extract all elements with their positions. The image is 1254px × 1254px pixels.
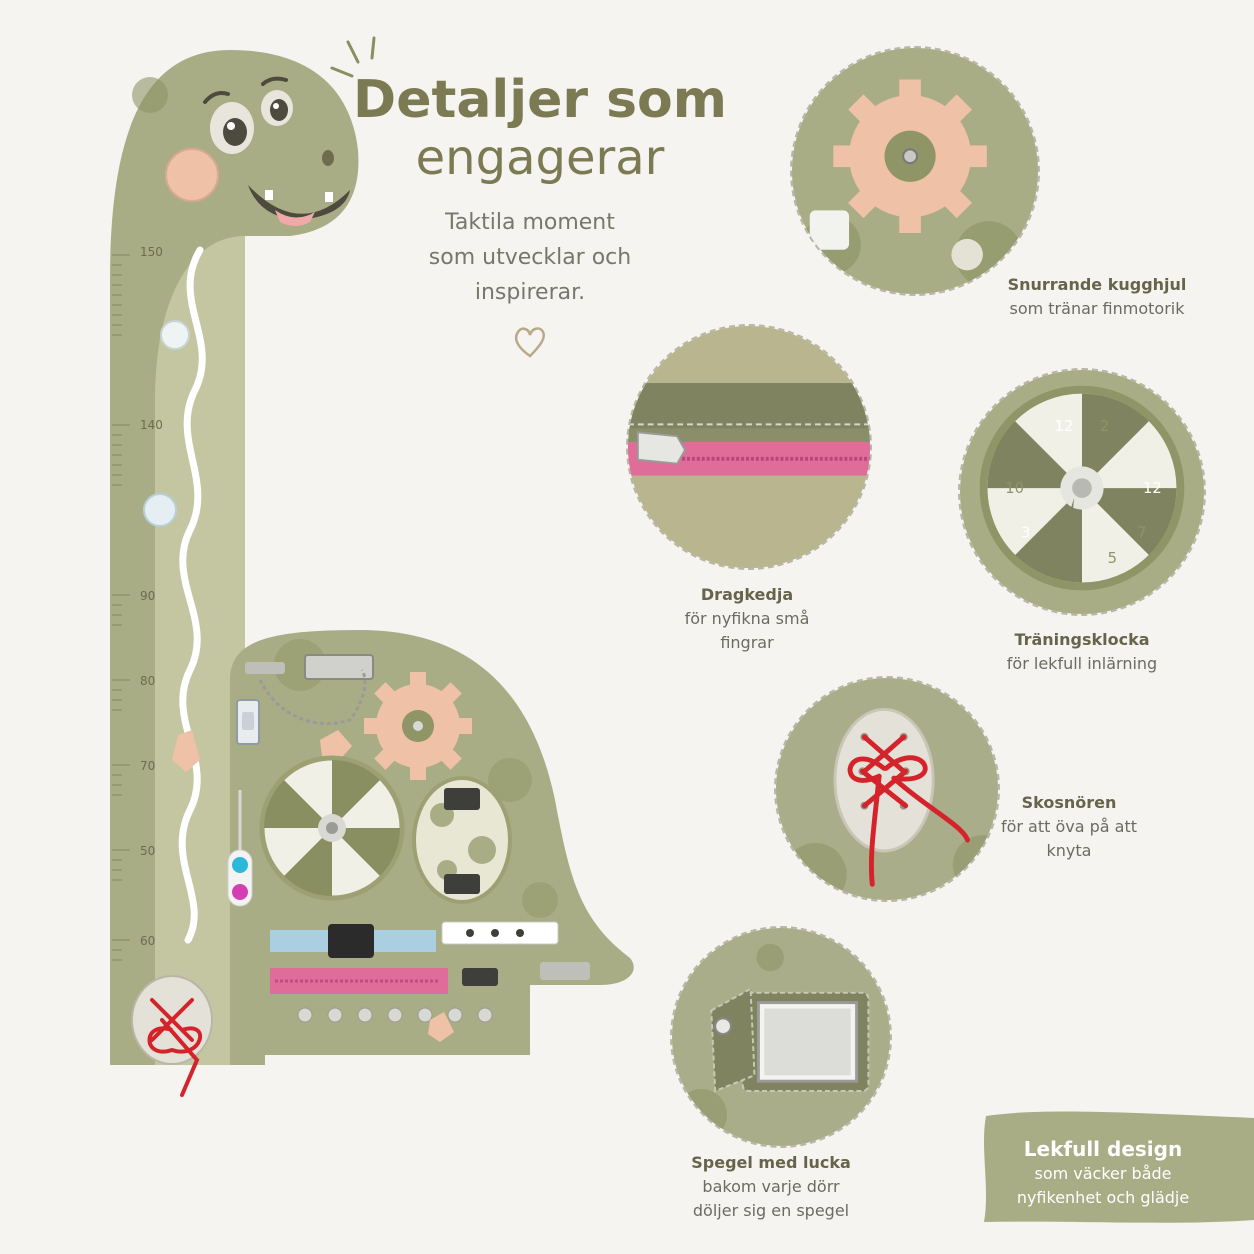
dinosaur-busy-board: 150 140 90 80 70 50 60 [110,50,634,1097]
feature-caption-clock: Träningsklocka för lekfull inlärning [972,628,1192,676]
clock-number: 12 [1054,418,1073,435]
banner: Lekfull design som väcker både nyfikenhe… [990,1136,1216,1210]
spot [132,77,168,113]
ruler-mark-50: 50 [140,844,155,858]
clock-number: 5 [1108,550,1117,567]
feature-caption-gears: Snurrande kugghjul som tränar finmotorik [980,273,1214,321]
feature-title: Dragkedja [700,585,794,604]
clock-number: 3 [1021,524,1030,541]
feature-title: Snurrande kugghjul [1007,275,1187,294]
ruler-mark-140: 140 [140,418,163,432]
heart-icon [514,327,545,358]
headline-line2: engagerar [415,130,665,186]
clock-number: 10 [1005,480,1024,497]
ruler-ticks [112,254,130,961]
cheek-knob [165,148,219,202]
headline: Detaljer som engagerar [340,70,740,186]
feature-image-laces [774,676,1000,902]
clock-number: 7 [1137,524,1146,541]
banner-desc: nyfikenhet och glädje [1016,1188,1190,1207]
feature-title: Spegel med lucka [691,1153,851,1172]
subtitle-line: inspirerar. [474,280,586,305]
feature-image-clock: 12 2 10 12 7 5 3 [958,368,1206,616]
clock-wheel [259,755,405,901]
ruler-mark-60: 60 [140,934,155,948]
subtitle: Taktila moment som utvecklar och inspire… [400,205,660,310]
clock-photo: 12 2 10 12 7 5 3 [960,370,1204,614]
accent-lines-icon [330,36,376,78]
feature-caption-mirror: Spegel med lucka bakom varje dörr döljer… [676,1151,866,1223]
feature-desc: för att öva på att [1000,817,1138,836]
ruler-mark-90: 90 [140,589,155,603]
ruler-mark-70: 70 [140,759,155,773]
feature-title: Träningsklocka [1014,630,1150,649]
gear-icon [364,672,472,780]
feature-desc: för lekfull inlärning [1006,654,1158,673]
subtitle-line: som utvecklar och [428,245,632,270]
ruler-mark-150: 150 [140,245,163,259]
feature-image-zipper [626,324,872,570]
headline-line1: Detaljer som [353,70,727,130]
feature-desc: som tränar finmotorik [1009,299,1185,318]
clock-number: 2 [1100,418,1109,435]
gears-photo [792,48,1038,294]
banner-title: Lekfull design [1023,1137,1183,1161]
subtitle-line: Taktila moment [445,210,615,235]
ruler-mark-80: 80 [140,674,155,688]
oval-door [412,776,512,904]
laces-photo [776,678,998,900]
banner-brush [984,1111,1254,1223]
zipper-photo [628,326,870,568]
bead-track [178,246,206,944]
lacing-panel [131,975,213,1097]
feature-desc: fingrar [720,633,774,652]
feature-desc: bakom varje dörr [702,1177,840,1196]
mirror-photo [672,928,890,1146]
feature-caption-laces: Skosnören för att öva på att knyta [990,791,1148,863]
banner-desc: som väcker både [1034,1164,1172,1183]
feature-desc: knyta [1046,841,1092,860]
feature-image-mirror [670,926,892,1148]
feature-image-gears [790,46,1040,296]
feature-title: Skosnören [1021,793,1117,812]
clock-number: 12 [1143,480,1162,497]
feature-desc: döljer sig en spegel [692,1201,850,1220]
feature-caption-zipper: Dragkedja för nyfikna små fingrar [650,583,844,655]
feature-desc: för nyfikna små [684,609,810,628]
